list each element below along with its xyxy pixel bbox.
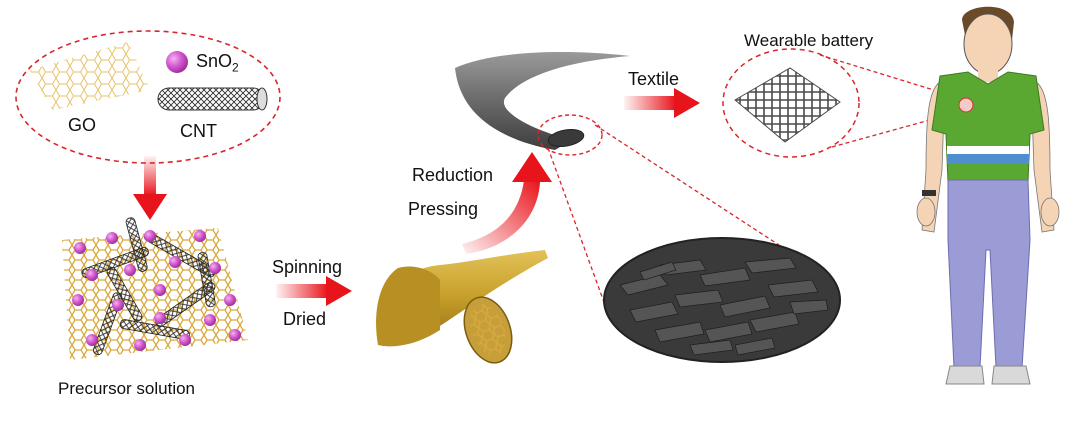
cross-section-flakes (619, 257, 829, 356)
gray-fiber-cross-section (547, 129, 585, 147)
spinning-arrow (276, 276, 352, 306)
fiber-zoom-ellipse (537, 114, 603, 156)
gray-fiber (455, 52, 630, 150)
textile-ellipse (722, 48, 860, 158)
pressing-label: Pressing (408, 199, 479, 219)
materials-ellipse (15, 30, 281, 164)
spinning-label: Spinning (272, 257, 343, 277)
textile-label: Textile (628, 69, 680, 89)
watch-icon (922, 190, 936, 196)
textile-arrow (624, 88, 700, 118)
sno2-label: SnO2 (196, 51, 239, 75)
gold-fiber (376, 250, 548, 364)
sno2-particle (166, 51, 188, 73)
person-shoe-left (945, 365, 985, 385)
shirt-stripe-white (947, 146, 1029, 154)
textile-group (722, 48, 860, 158)
precursor-sheet (62, 217, 248, 360)
textile-weave (734, 67, 841, 143)
go-sheet (30, 42, 150, 110)
precursor-particles (72, 230, 241, 351)
cnt-label: CNT (180, 121, 217, 141)
reduction-label: Reduction (412, 165, 494, 185)
cnt-tube (157, 87, 268, 111)
person-head (963, 13, 1013, 75)
precursor-label: Precursor solution (58, 379, 196, 398)
battery-badge (958, 97, 974, 113)
person-figure (916, 6, 1060, 385)
person-shirt (931, 71, 1045, 183)
down-arrow (133, 156, 167, 220)
shirt-stripe-blue (947, 154, 1029, 164)
materials-group (15, 30, 281, 164)
go-label: GO (68, 115, 97, 135)
reduction-arrow (462, 152, 552, 254)
dried-label: Dried (283, 309, 327, 329)
person-shoe-right (991, 365, 1031, 385)
compressed-cross-section (603, 237, 841, 363)
person-jeans (947, 179, 1031, 369)
wearable-battery-label: Wearable battery (744, 31, 874, 50)
